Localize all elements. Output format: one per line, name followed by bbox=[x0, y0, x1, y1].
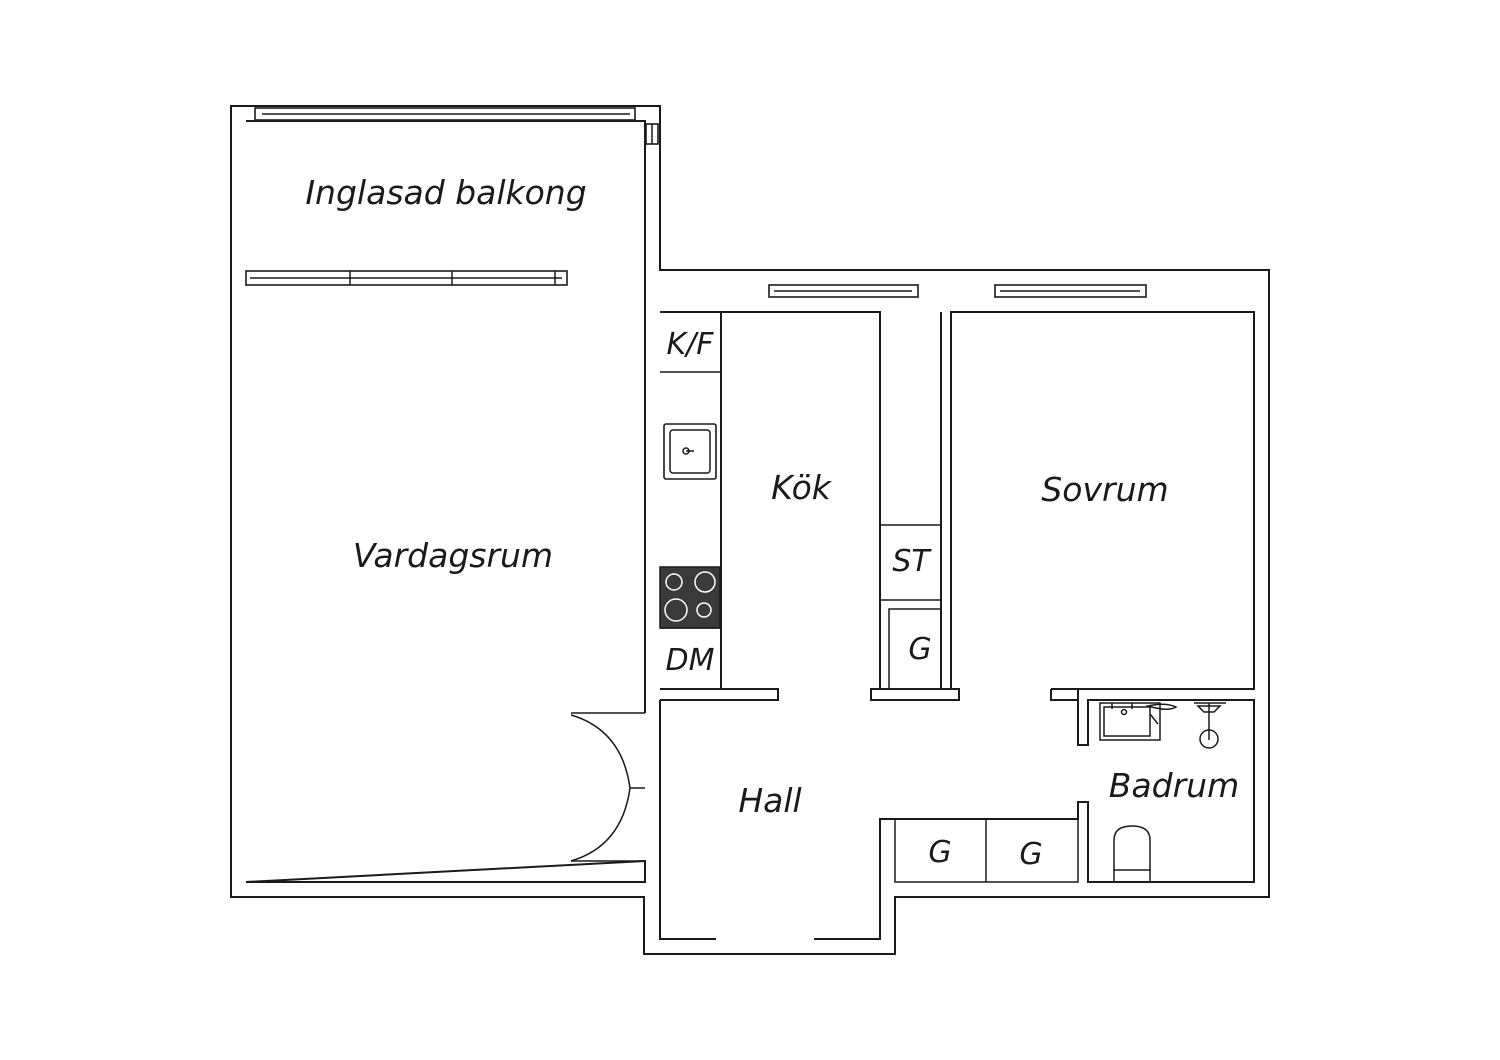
bedroom-closet bbox=[888, 608, 942, 690]
room-label-bedroom: Sovrum bbox=[1041, 470, 1168, 509]
entrance-door bbox=[570, 712, 645, 862]
balcony-glazed-partition bbox=[245, 270, 568, 286]
sink-icon bbox=[663, 423, 717, 480]
stove-icon bbox=[659, 566, 721, 629]
label-closet-hall-2: G bbox=[1019, 837, 1042, 872]
label-dishwasher: DM bbox=[666, 643, 715, 678]
window-balcony-top bbox=[254, 107, 636, 121]
room-label-living: Vardagsrum bbox=[353, 536, 553, 575]
hall-closets bbox=[894, 818, 1079, 883]
label-storage: ST bbox=[892, 544, 932, 579]
window-balcony-side bbox=[645, 123, 659, 145]
room-label-hall: Hall bbox=[738, 781, 801, 820]
label-closet-hall-1: G bbox=[928, 835, 951, 870]
label-fridge-freezer: K/F bbox=[666, 327, 714, 362]
toilet-icon bbox=[1113, 825, 1151, 883]
outer-walls bbox=[230, 105, 1270, 955]
room-label-bathroom: Badrum bbox=[1109, 766, 1239, 805]
window-kitchen bbox=[768, 284, 919, 298]
shower-icon bbox=[1194, 702, 1226, 749]
room-label-balcony: Inglasad balkong bbox=[305, 173, 586, 212]
label-closet-bedroom: G bbox=[908, 632, 931, 667]
room-label-kitchen: Kök bbox=[771, 468, 833, 507]
window-bedroom bbox=[994, 284, 1147, 298]
washbasin-icon bbox=[1099, 702, 1178, 741]
storage-cabinet bbox=[880, 524, 941, 601]
